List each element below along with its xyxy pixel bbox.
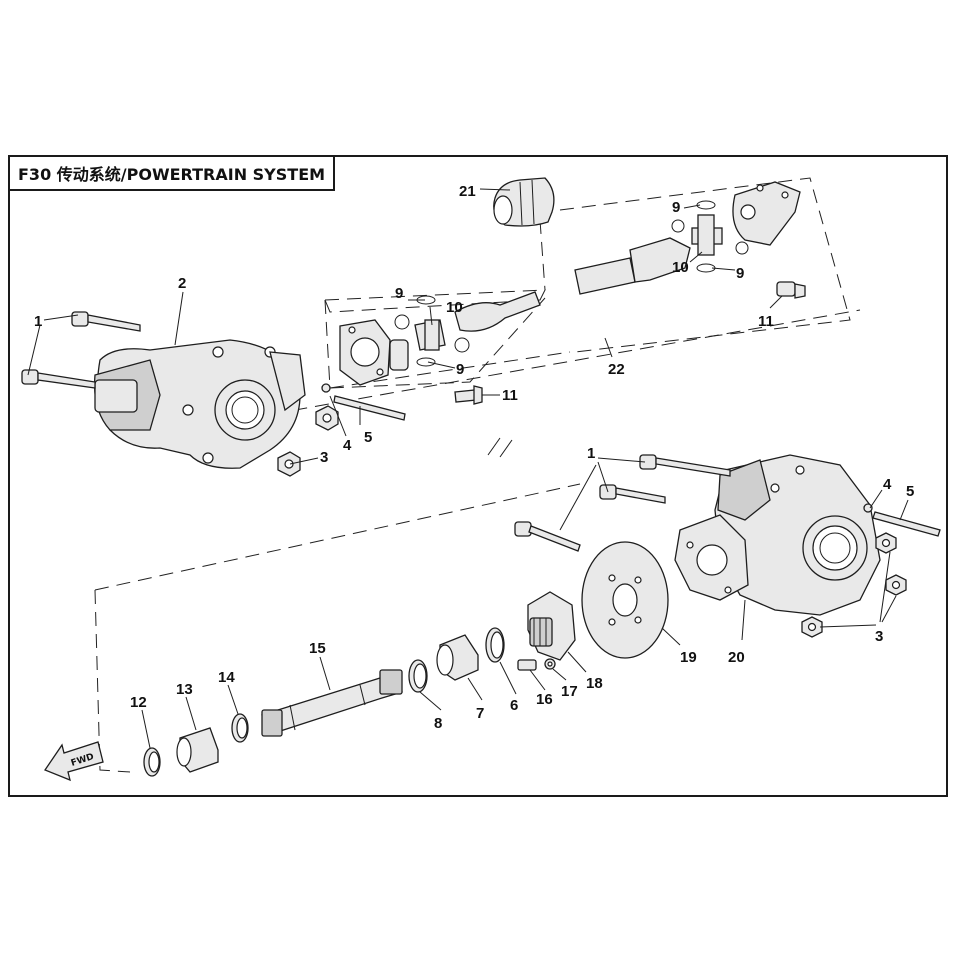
- assembly-outlines: [94, 177, 861, 773]
- callout-9-b: 9: [456, 361, 464, 378]
- ring-12: [143, 747, 161, 777]
- callout-9-c: 9: [672, 199, 680, 216]
- leader-lines: [27, 188, 909, 749]
- bolt-16-washer-17: [517, 658, 556, 671]
- callout-6: 6: [510, 697, 518, 714]
- axle-shaft-15: [261, 669, 403, 737]
- driveshaft-front-outline-2: [324, 297, 546, 389]
- callout-1-front: 1: [34, 313, 42, 330]
- callout-5-front: 5: [364, 429, 372, 446]
- callout-18: 18: [586, 675, 603, 692]
- callout-13: 13: [176, 681, 193, 698]
- bearing-7: [436, 634, 479, 681]
- fwd-direction-arrow: FWD: [44, 741, 104, 782]
- callout-8: 8: [434, 715, 442, 732]
- callout-2: 2: [178, 275, 186, 292]
- callout-21: 21: [459, 183, 476, 200]
- callout-numbers: 1 2 3 4 5 9 10 9 11 21 9 10 9 11 22 1 4 …: [34, 183, 914, 732]
- rear-bolts: [514, 454, 731, 552]
- callout-5-rear: 5: [906, 483, 914, 500]
- front-to-rear-guide: [249, 309, 861, 419]
- callout-17: 17: [561, 683, 578, 700]
- callout-10-a: 10: [446, 299, 463, 316]
- ring-8: [408, 659, 428, 693]
- callout-22: 22: [608, 361, 625, 378]
- ring-14: [231, 713, 249, 743]
- callout-11-b: 11: [758, 313, 774, 330]
- rear-axle-guide-2: [94, 589, 131, 773]
- callout-15: 15: [309, 640, 326, 657]
- driveshaft-front-outline: [324, 289, 546, 313]
- rear-hardware: [801, 503, 941, 638]
- callout-10-b: 10: [672, 259, 689, 276]
- front-driveshaft-parts: [339, 291, 541, 405]
- callout-20: 20: [728, 649, 745, 666]
- callout-4-rear: 4: [883, 476, 892, 493]
- front-differential-housing: [93, 339, 306, 469]
- callout-9-d: 9: [736, 265, 744, 282]
- diagram-title: F30 传动系统/POWERTRAIN SYSTEM: [10, 157, 336, 191]
- driveshaft-link-line: [329, 351, 571, 389]
- brake-disc-19: [581, 541, 669, 659]
- seal-ring-6: [485, 627, 505, 663]
- rear-final-drive-housing: [674, 454, 881, 616]
- callout-19: 19: [680, 649, 697, 666]
- callout-4-front: 4: [343, 437, 352, 454]
- callout-12: 12: [130, 694, 147, 711]
- boot-guide: [539, 219, 546, 291]
- boot-21: [493, 177, 555, 227]
- rear-axle-guide: [94, 483, 581, 591]
- callout-7: 7: [476, 705, 484, 722]
- callout-1-rear: 1: [587, 445, 595, 462]
- front-bolts: [21, 311, 141, 389]
- callout-14: 14: [218, 669, 235, 686]
- callout-16: 16: [536, 691, 553, 708]
- callout-9-a: 9: [395, 285, 403, 302]
- break-mark: [487, 437, 513, 458]
- callout-3-rear: 3: [875, 628, 883, 645]
- callout-3-front: 3: [320, 449, 328, 466]
- callout-11-a: 11: [502, 387, 518, 404]
- front-hardware: [277, 383, 406, 477]
- bushing-13: [176, 727, 219, 773]
- rear-driveshaft-parts: [574, 181, 806, 299]
- diagram-frame: [8, 155, 948, 797]
- hub-flange-18: [527, 591, 576, 661]
